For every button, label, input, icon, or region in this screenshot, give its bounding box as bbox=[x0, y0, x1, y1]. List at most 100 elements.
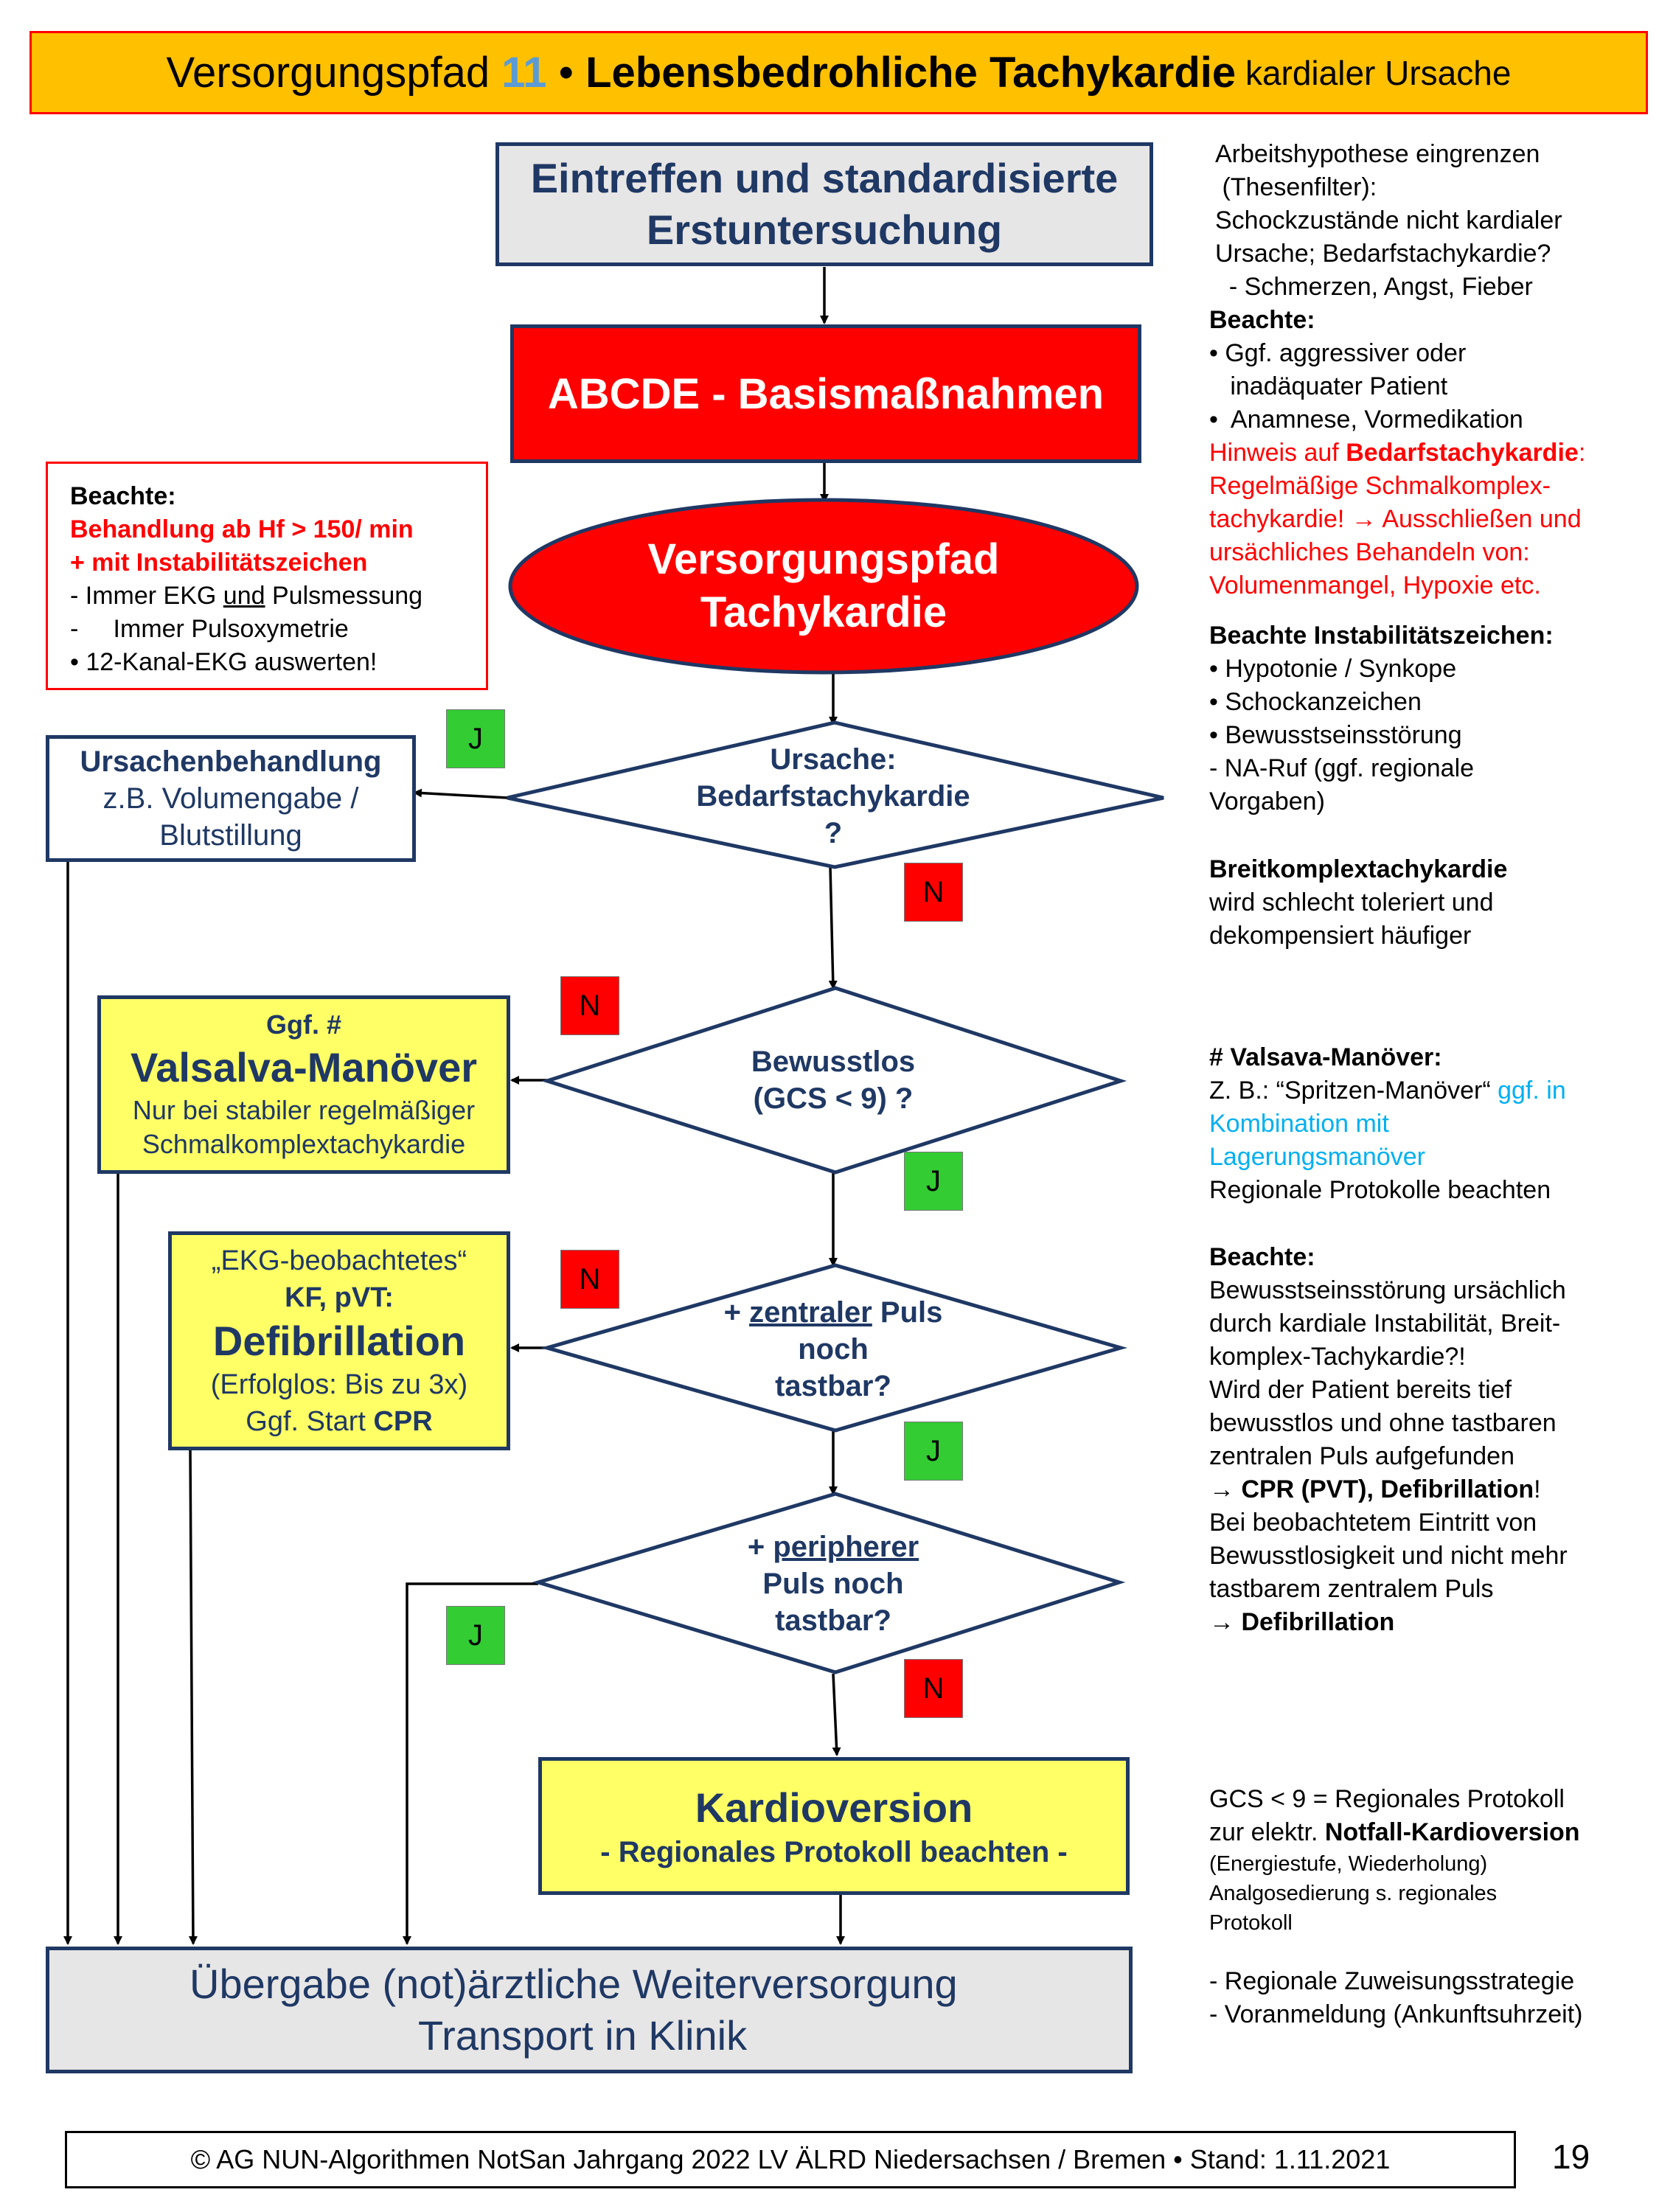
d2-line2: (GCS < 9) ? bbox=[753, 1082, 914, 1115]
page-number: 19 bbox=[1552, 2138, 1590, 2176]
note-left: Beachte: Behandlung ab Hf > 150/ min + m… bbox=[46, 462, 488, 690]
side-s20: Vorgaben) bbox=[1209, 787, 1325, 815]
valsalva-line2: Valsalva-Manöver bbox=[130, 1044, 478, 1091]
badge-j-d4: J bbox=[446, 1606, 505, 1665]
box-valsalva: Ggf. # Valsalva-Manöver Nur bei stabiler… bbox=[97, 995, 510, 1174]
d3-line1: + zentraler Puls bbox=[723, 1296, 943, 1329]
side-s44: Analgosedierung s. regionales bbox=[1209, 1882, 1498, 1905]
side-s8: inadäquater Patient bbox=[1209, 372, 1448, 400]
badge-n-d1: N bbox=[904, 863, 963, 922]
side-s43: (Energiestufe, Wiederholung) bbox=[1209, 1852, 1488, 1876]
kardioversion-line2: - Regionales Protokoll beachten - bbox=[600, 1835, 1068, 1868]
eintreffen-line1: Eintreffen und standardisierte bbox=[530, 155, 1119, 201]
side-s13: ursächliches Behandeln von: bbox=[1209, 538, 1530, 566]
ursachen-line3: Blutstillung bbox=[159, 819, 302, 852]
box-ursachenbehandlung: Ursachenbehandlung z.B. Volumengabe / Bl… bbox=[46, 735, 416, 862]
eintreffen-line2: Erstuntersuchung bbox=[646, 206, 1003, 253]
defi-line4: (Erfolglos: Bis zu 3x) bbox=[210, 1368, 468, 1400]
side-s26: Kombination mit bbox=[1209, 1110, 1389, 1138]
d2-line1: Bewusstlos bbox=[751, 1046, 916, 1078]
uebergabe-line2: Transport in Klinik bbox=[418, 2012, 748, 2059]
pfad-label: Versorgungspfad Tachykardie bbox=[516, 501, 1131, 671]
box-eintreffen: Eintreffen und standardisierte Erstunter… bbox=[495, 142, 1153, 266]
side-s12: tachykardie! → Ausschließen und bbox=[1209, 505, 1582, 533]
side-notes-2: Beachte Instabilitätszeichen: • Hypotoni… bbox=[1209, 619, 1652, 818]
side-s47: - Voranmeldung (Ankunftsuhrzeit) bbox=[1209, 2000, 1583, 2028]
side-s25: Z. B.: “Spritzen-Manöver“ ggf. in bbox=[1209, 1077, 1566, 1105]
d1-text: Ursache: Bedarfstachykardie ? bbox=[612, 737, 1054, 855]
side-s40: → Defibrillation bbox=[1209, 1608, 1395, 1636]
defi-line2: KF, pVT: bbox=[285, 1281, 394, 1313]
side-s34: bewusstlos und ohne tastbaren bbox=[1209, 1409, 1557, 1437]
title-bullet: • bbox=[546, 49, 586, 97]
side-s42: zur elektr. Notfall-Kardioversion bbox=[1209, 1818, 1580, 1846]
badge-j-d3: J bbox=[904, 1422, 963, 1481]
side-notes-5: Beachte: Bewusstseinsstörung ursächlich … bbox=[1209, 1241, 1652, 1639]
side-s10: Hinweis auf Bedarfstachykardie: bbox=[1209, 439, 1586, 467]
side-s16: • Hypotonie / Synkope bbox=[1209, 655, 1457, 683]
box-abcde: ABCDE - Basismaßnahmen bbox=[510, 324, 1141, 463]
side-s28: Regionale Protokolle beachten bbox=[1209, 1176, 1551, 1204]
title-number: 11 bbox=[501, 49, 547, 97]
side-s22: wird schlecht toleriert und bbox=[1209, 888, 1494, 917]
title-bar: Versorgungspfad 11 • Lebensbedrohliche T… bbox=[29, 31, 1648, 114]
abcde-label: ABCDE - Basismaßnahmen bbox=[547, 369, 1105, 418]
side-notes-6: GCS < 9 = Regionales Protokoll zur elekt… bbox=[1209, 1783, 1652, 1938]
badge-n-d4: N bbox=[904, 1659, 963, 1718]
title-prefix: Versorgungspfad bbox=[166, 49, 502, 97]
side-s27: Lagerungsmanöver bbox=[1209, 1143, 1425, 1171]
kardioversion-line1: Kardioversion bbox=[695, 1784, 973, 1831]
pfad-line2: Tachykardie bbox=[700, 588, 947, 636]
badge-n-d3: N bbox=[560, 1250, 619, 1309]
side-s36: → CPR (PVT), Defibrillation! bbox=[1209, 1475, 1541, 1503]
box-kardioversion: Kardioversion - Regionales Protokoll bea… bbox=[538, 1757, 1130, 1895]
valsalva-line3: Nur bei stabiler regelmäßiger bbox=[132, 1095, 476, 1125]
side-s6: Beachte: bbox=[1209, 306, 1315, 334]
side-s7: • Ggf. aggressiver oder bbox=[1209, 339, 1467, 367]
d1-line2: Bedarfstachykardie bbox=[696, 780, 970, 813]
defi-line5: Ggf. Start CPR bbox=[246, 1405, 433, 1437]
badge-j-d1: J bbox=[446, 709, 505, 768]
note-left-red2: + mit Instabilitätszeichen bbox=[70, 549, 368, 577]
d4-line2: Puls noch bbox=[762, 1567, 904, 1600]
side-s23: dekompensiert häufiger bbox=[1209, 922, 1472, 950]
d1-line3: ? bbox=[824, 817, 843, 849]
pfad-ellipse bbox=[508, 498, 1139, 675]
uebergabe-line1: Übergabe (not)ärztliche Weiterversorgung bbox=[189, 1961, 958, 2007]
side-s31: durch kardiale Instabilität, Breit- bbox=[1209, 1310, 1561, 1338]
d3-text: + zentraler Puls noch tastbar? bbox=[649, 1287, 1018, 1412]
side-s14: Volumenmangel, Hypoxie etc. bbox=[1209, 571, 1541, 599]
defi-line3: Defibrillation bbox=[212, 1317, 466, 1364]
side-s41: GCS < 9 = Regionales Protokoll bbox=[1209, 1785, 1565, 1813]
d3-line2: noch bbox=[798, 1333, 869, 1366]
note-left-red1: Behandlung ab Hf > 150/ min bbox=[70, 515, 414, 543]
side-s18: • Bewusstseinsstörung bbox=[1209, 721, 1462, 749]
side-s1: Arbeitshypothese eingrenzen bbox=[1215, 140, 1540, 168]
note-left-line4: - Immer Pulsoxymetrie bbox=[70, 615, 349, 643]
decision-bewusstlos bbox=[540, 986, 1127, 1175]
side-s32: komplex-Tachykardie?! bbox=[1209, 1343, 1466, 1371]
side-notes-7: - Regionale Zuweisungsstrategie - Voranm… bbox=[1209, 1965, 1652, 2031]
side-s17: • Schockanzeichen bbox=[1209, 688, 1422, 716]
side-s2: (Thesenfilter): bbox=[1215, 173, 1377, 201]
title-main: Lebensbedrohliche Tachykardie bbox=[585, 49, 1237, 97]
badge-j-d2: J bbox=[904, 1152, 963, 1211]
box-uebergabe: Übergabe (not)ärztliche Weiterversorgung… bbox=[46, 1947, 1133, 2073]
decision-zentraler-puls bbox=[540, 1263, 1127, 1433]
side-s38: Bewusstlosigkeit und nicht mehr bbox=[1209, 1542, 1568, 1570]
side-s9: • Anamnese, Vormedikation bbox=[1209, 406, 1523, 434]
side-s46: - Regionale Zuweisungsstrategie bbox=[1209, 1967, 1575, 1995]
defi-line1: „EKG-beobachtetes“ bbox=[211, 1245, 467, 1276]
side-notes-3: Breitkomplextachykardie wird schlecht to… bbox=[1209, 853, 1652, 953]
side-s29: Beachte: bbox=[1209, 1243, 1315, 1271]
d4-line3: tastbar? bbox=[775, 1604, 891, 1637]
side-s11: Regelmäßige Schmalkomplex- bbox=[1209, 472, 1551, 500]
valsalva-line4: Schmalkomplextachykardie bbox=[142, 1129, 466, 1159]
side-s30: Bewusstseinsstörung ursächlich bbox=[1209, 1276, 1566, 1304]
side-notes-1: Arbeitshypothese eingrenzen (Thesenfilte… bbox=[1209, 138, 1652, 602]
side-s24: # Valsava-Manöver: bbox=[1209, 1043, 1442, 1071]
side-s37: Bei beobachtetem Eintritt von bbox=[1209, 1509, 1537, 1537]
d3-line3: tastbar? bbox=[775, 1370, 891, 1402]
title-suffix: kardialer Ursache bbox=[1236, 53, 1512, 92]
